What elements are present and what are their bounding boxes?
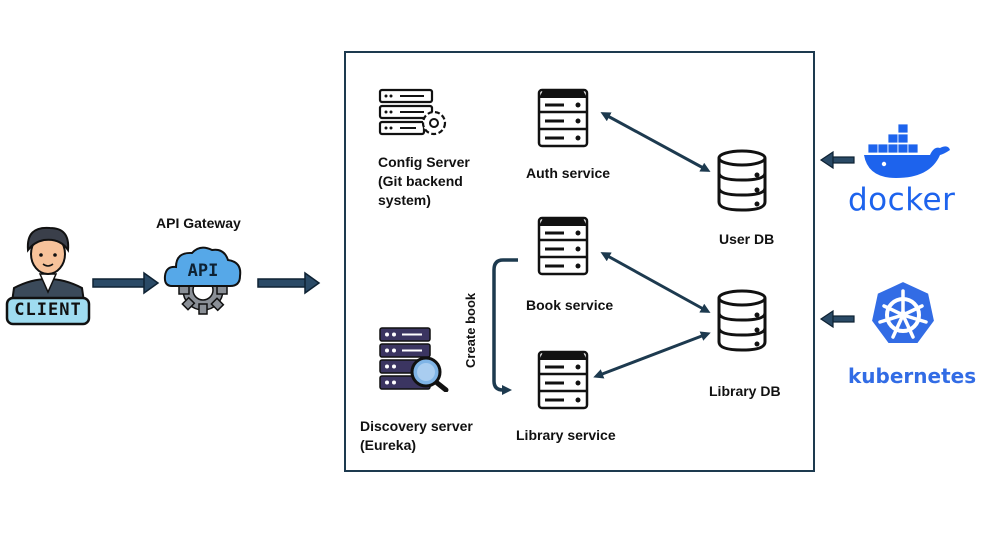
discovery-server-label-line2: (Eureka): [360, 437, 417, 453]
config-server-label-line1: Config Server: [378, 154, 470, 170]
database-icon: [717, 149, 767, 212]
client-to-gateway-arrow: [92, 271, 160, 295]
database-icon: [717, 289, 767, 352]
server-rack-icon: [537, 350, 589, 410]
server-gear-icon: [378, 88, 447, 136]
kubernetes-to-box-arrow: [819, 309, 855, 329]
docker-wordmark: docker: [848, 182, 956, 218]
server-search-icon: [379, 327, 449, 392]
client-badge-label: CLIENT: [14, 300, 82, 320]
user-db-label: User DB: [719, 231, 775, 247]
docker-to-box-arrow: [819, 150, 855, 170]
create-book-label: Create book: [463, 292, 478, 368]
api-cloud-gear-icon: [163, 246, 242, 315]
library-db-label: Library DB: [709, 383, 781, 399]
microservices-boundary-box: [344, 51, 815, 472]
config-server-label-line2: (Git backend: [378, 173, 463, 189]
book-service-label: Book service: [526, 297, 614, 313]
book-librarydb-arrow: [600, 252, 711, 313]
auth-userdb-arrow: [600, 112, 711, 172]
config-server-label-line3: system): [378, 192, 431, 208]
user-avatar-icon: [5, 226, 91, 326]
library-service-label: Library service: [516, 427, 616, 443]
server-rack-icon: [537, 216, 589, 276]
api-gateway-label: API Gateway: [156, 215, 241, 231]
docker-whale-icon: [864, 123, 950, 178]
auth-service-label: Auth service: [526, 165, 611, 181]
server-rack-icon: [537, 88, 589, 148]
kubernetes-wordmark: kubernetes: [848, 364, 977, 388]
discovery-server-label-line1: Discovery server: [360, 418, 473, 434]
library-librarydb-arrow: [593, 331, 711, 379]
kubernetes-wheel-icon: [869, 279, 937, 345]
gateway-to-services-arrow: [257, 271, 321, 295]
create-book-arrow: [492, 258, 518, 395]
api-badge-label: API: [187, 261, 219, 281]
